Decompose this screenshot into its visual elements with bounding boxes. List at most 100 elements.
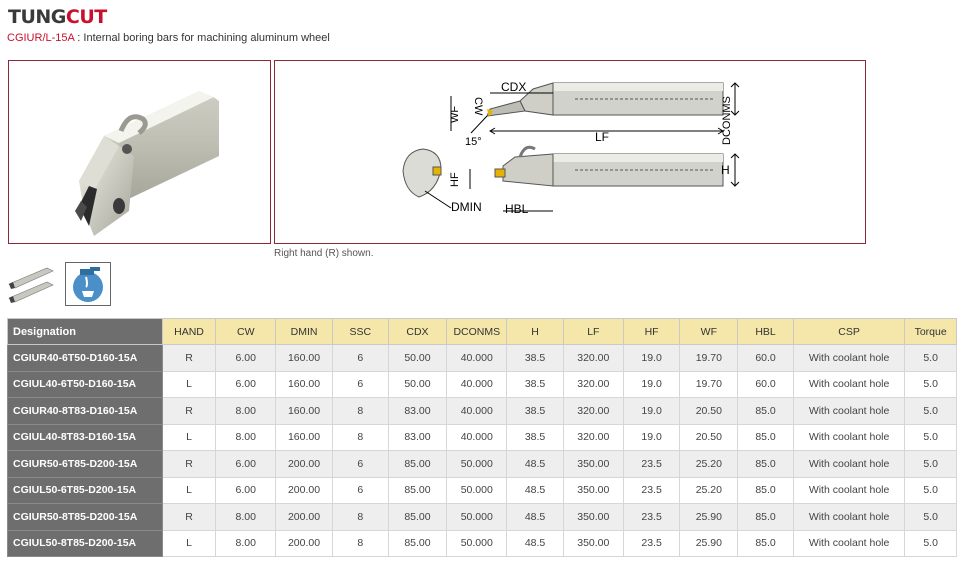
dimension-drawing-svg: CDX DCONMS LF CW WF 15° H HF HBL DMIN bbox=[402, 80, 740, 216]
label-lf: LF bbox=[595, 130, 609, 144]
cell-designation: CGIUR50-6T85-D200-15A bbox=[7, 450, 163, 478]
cell-h: 48.5 bbox=[506, 529, 564, 557]
product-description: Internal boring bars for machining alumi… bbox=[83, 32, 330, 44]
cell-dconms: 50.000 bbox=[446, 476, 508, 504]
col-header-cdx: CDX bbox=[387, 318, 448, 345]
specification-table: Designation HAND CW DMIN SSC CDX DCONMS … bbox=[7, 318, 957, 557]
cell-cdx: 50.00 bbox=[387, 344, 448, 372]
cell-h: 48.5 bbox=[506, 476, 564, 504]
cell-hand: L bbox=[161, 423, 217, 451]
cell-cdx: 85.00 bbox=[387, 476, 448, 504]
cell-csp: With coolant hole bbox=[792, 503, 906, 531]
brand-logo-part2: CUT bbox=[65, 6, 107, 28]
cell-torque: 5.0 bbox=[904, 476, 957, 504]
cell-hbl: 60.0 bbox=[737, 370, 794, 398]
col-header-csp: CSP bbox=[792, 318, 906, 345]
coolant-icon bbox=[65, 262, 111, 306]
cell-ssc: 6 bbox=[331, 370, 389, 398]
label-cdx: CDX bbox=[501, 80, 526, 94]
col-header-hf: HF bbox=[622, 318, 681, 345]
cell-cw: 8.00 bbox=[215, 397, 277, 425]
cell-hand: L bbox=[161, 529, 217, 557]
cell-dmin: 160.00 bbox=[275, 344, 333, 372]
cell-wf: 19.70 bbox=[679, 370, 739, 398]
col-header-hand: HAND bbox=[161, 318, 217, 345]
cell-ssc: 8 bbox=[331, 529, 389, 557]
cell-hand: R bbox=[161, 397, 217, 425]
brand-logo-part1: TUNG bbox=[8, 6, 66, 28]
subtitle-separator: : bbox=[74, 32, 84, 44]
cell-wf: 25.20 bbox=[679, 450, 739, 478]
cell-csp: With coolant hole bbox=[792, 344, 906, 372]
cell-designation: CGIUR40-6T50-D160-15A bbox=[7, 344, 163, 372]
cell-torque: 5.0 bbox=[904, 529, 957, 557]
cell-csp: With coolant hole bbox=[792, 450, 906, 478]
cell-dmin: 160.00 bbox=[275, 397, 333, 425]
cell-torque: 5.0 bbox=[904, 344, 957, 372]
cell-cdx: 50.00 bbox=[387, 370, 448, 398]
cell-cw: 6.00 bbox=[215, 370, 277, 398]
cell-ssc: 8 bbox=[331, 503, 389, 531]
cell-cdx: 85.00 bbox=[387, 450, 448, 478]
cell-wf: 25.90 bbox=[679, 529, 739, 557]
cell-lf: 350.00 bbox=[562, 529, 624, 557]
col-header-lf: LF bbox=[562, 318, 624, 345]
cell-lf: 350.00 bbox=[562, 450, 624, 478]
cell-designation: CGIUL50-8T85-D200-15A bbox=[7, 529, 163, 557]
cell-ssc: 6 bbox=[331, 450, 389, 478]
cell-h: 38.5 bbox=[506, 370, 564, 398]
cell-cdx: 83.00 bbox=[387, 423, 448, 451]
cell-hf: 19.0 bbox=[622, 370, 681, 398]
cell-h: 38.5 bbox=[506, 344, 564, 372]
product-photo bbox=[8, 60, 271, 244]
cell-csp: With coolant hole bbox=[792, 423, 906, 451]
cell-hf: 23.5 bbox=[622, 529, 681, 557]
cell-torque: 5.0 bbox=[904, 423, 957, 451]
cell-dconms: 40.000 bbox=[446, 423, 508, 451]
cell-hf: 19.0 bbox=[622, 397, 681, 425]
cell-hbl: 85.0 bbox=[737, 503, 794, 531]
col-header-wf: WF bbox=[679, 318, 739, 345]
cell-dconms: 40.000 bbox=[446, 344, 508, 372]
cell-hand: L bbox=[161, 370, 217, 398]
cell-designation: CGIUR50-8T85-D200-15A bbox=[7, 503, 163, 531]
cell-cw: 8.00 bbox=[215, 529, 277, 557]
cell-wf: 25.20 bbox=[679, 476, 739, 504]
cell-hand: R bbox=[161, 450, 217, 478]
cell-cdx: 83.00 bbox=[387, 397, 448, 425]
cell-lf: 320.00 bbox=[562, 370, 624, 398]
cell-hf: 23.5 bbox=[622, 503, 681, 531]
cell-dmin: 200.00 bbox=[275, 503, 333, 531]
cell-dconms: 40.000 bbox=[446, 370, 508, 398]
col-header-designation: Designation bbox=[7, 318, 163, 345]
cell-hand: R bbox=[161, 503, 217, 531]
cell-ssc: 8 bbox=[331, 397, 389, 425]
cell-ssc: 6 bbox=[331, 344, 389, 372]
cell-cw: 6.00 bbox=[215, 476, 277, 504]
cell-hand: L bbox=[161, 476, 217, 504]
table-header-row: Designation HAND CW DMIN SSC CDX DCONMS … bbox=[7, 318, 957, 345]
cell-ssc: 8 bbox=[331, 423, 389, 451]
cell-hf: 23.5 bbox=[622, 476, 681, 504]
cell-torque: 5.0 bbox=[904, 450, 957, 478]
cell-dconms: 50.000 bbox=[446, 450, 508, 478]
cell-dconms: 50.000 bbox=[446, 529, 508, 557]
cell-dconms: 50.000 bbox=[446, 503, 508, 531]
cell-hand: R bbox=[161, 344, 217, 372]
label-dconms: DCONMS bbox=[721, 96, 733, 145]
label-wf: WF bbox=[449, 106, 461, 123]
cell-dmin: 200.00 bbox=[275, 529, 333, 557]
col-header-dmin: DMIN bbox=[275, 318, 333, 345]
cell-torque: 5.0 bbox=[904, 370, 957, 398]
cell-h: 48.5 bbox=[506, 503, 564, 531]
cell-hf: 23.5 bbox=[622, 450, 681, 478]
page-subtitle: CGIUR/L-15A : Internal boring bars for m… bbox=[7, 32, 330, 44]
cell-lf: 350.00 bbox=[562, 476, 624, 504]
